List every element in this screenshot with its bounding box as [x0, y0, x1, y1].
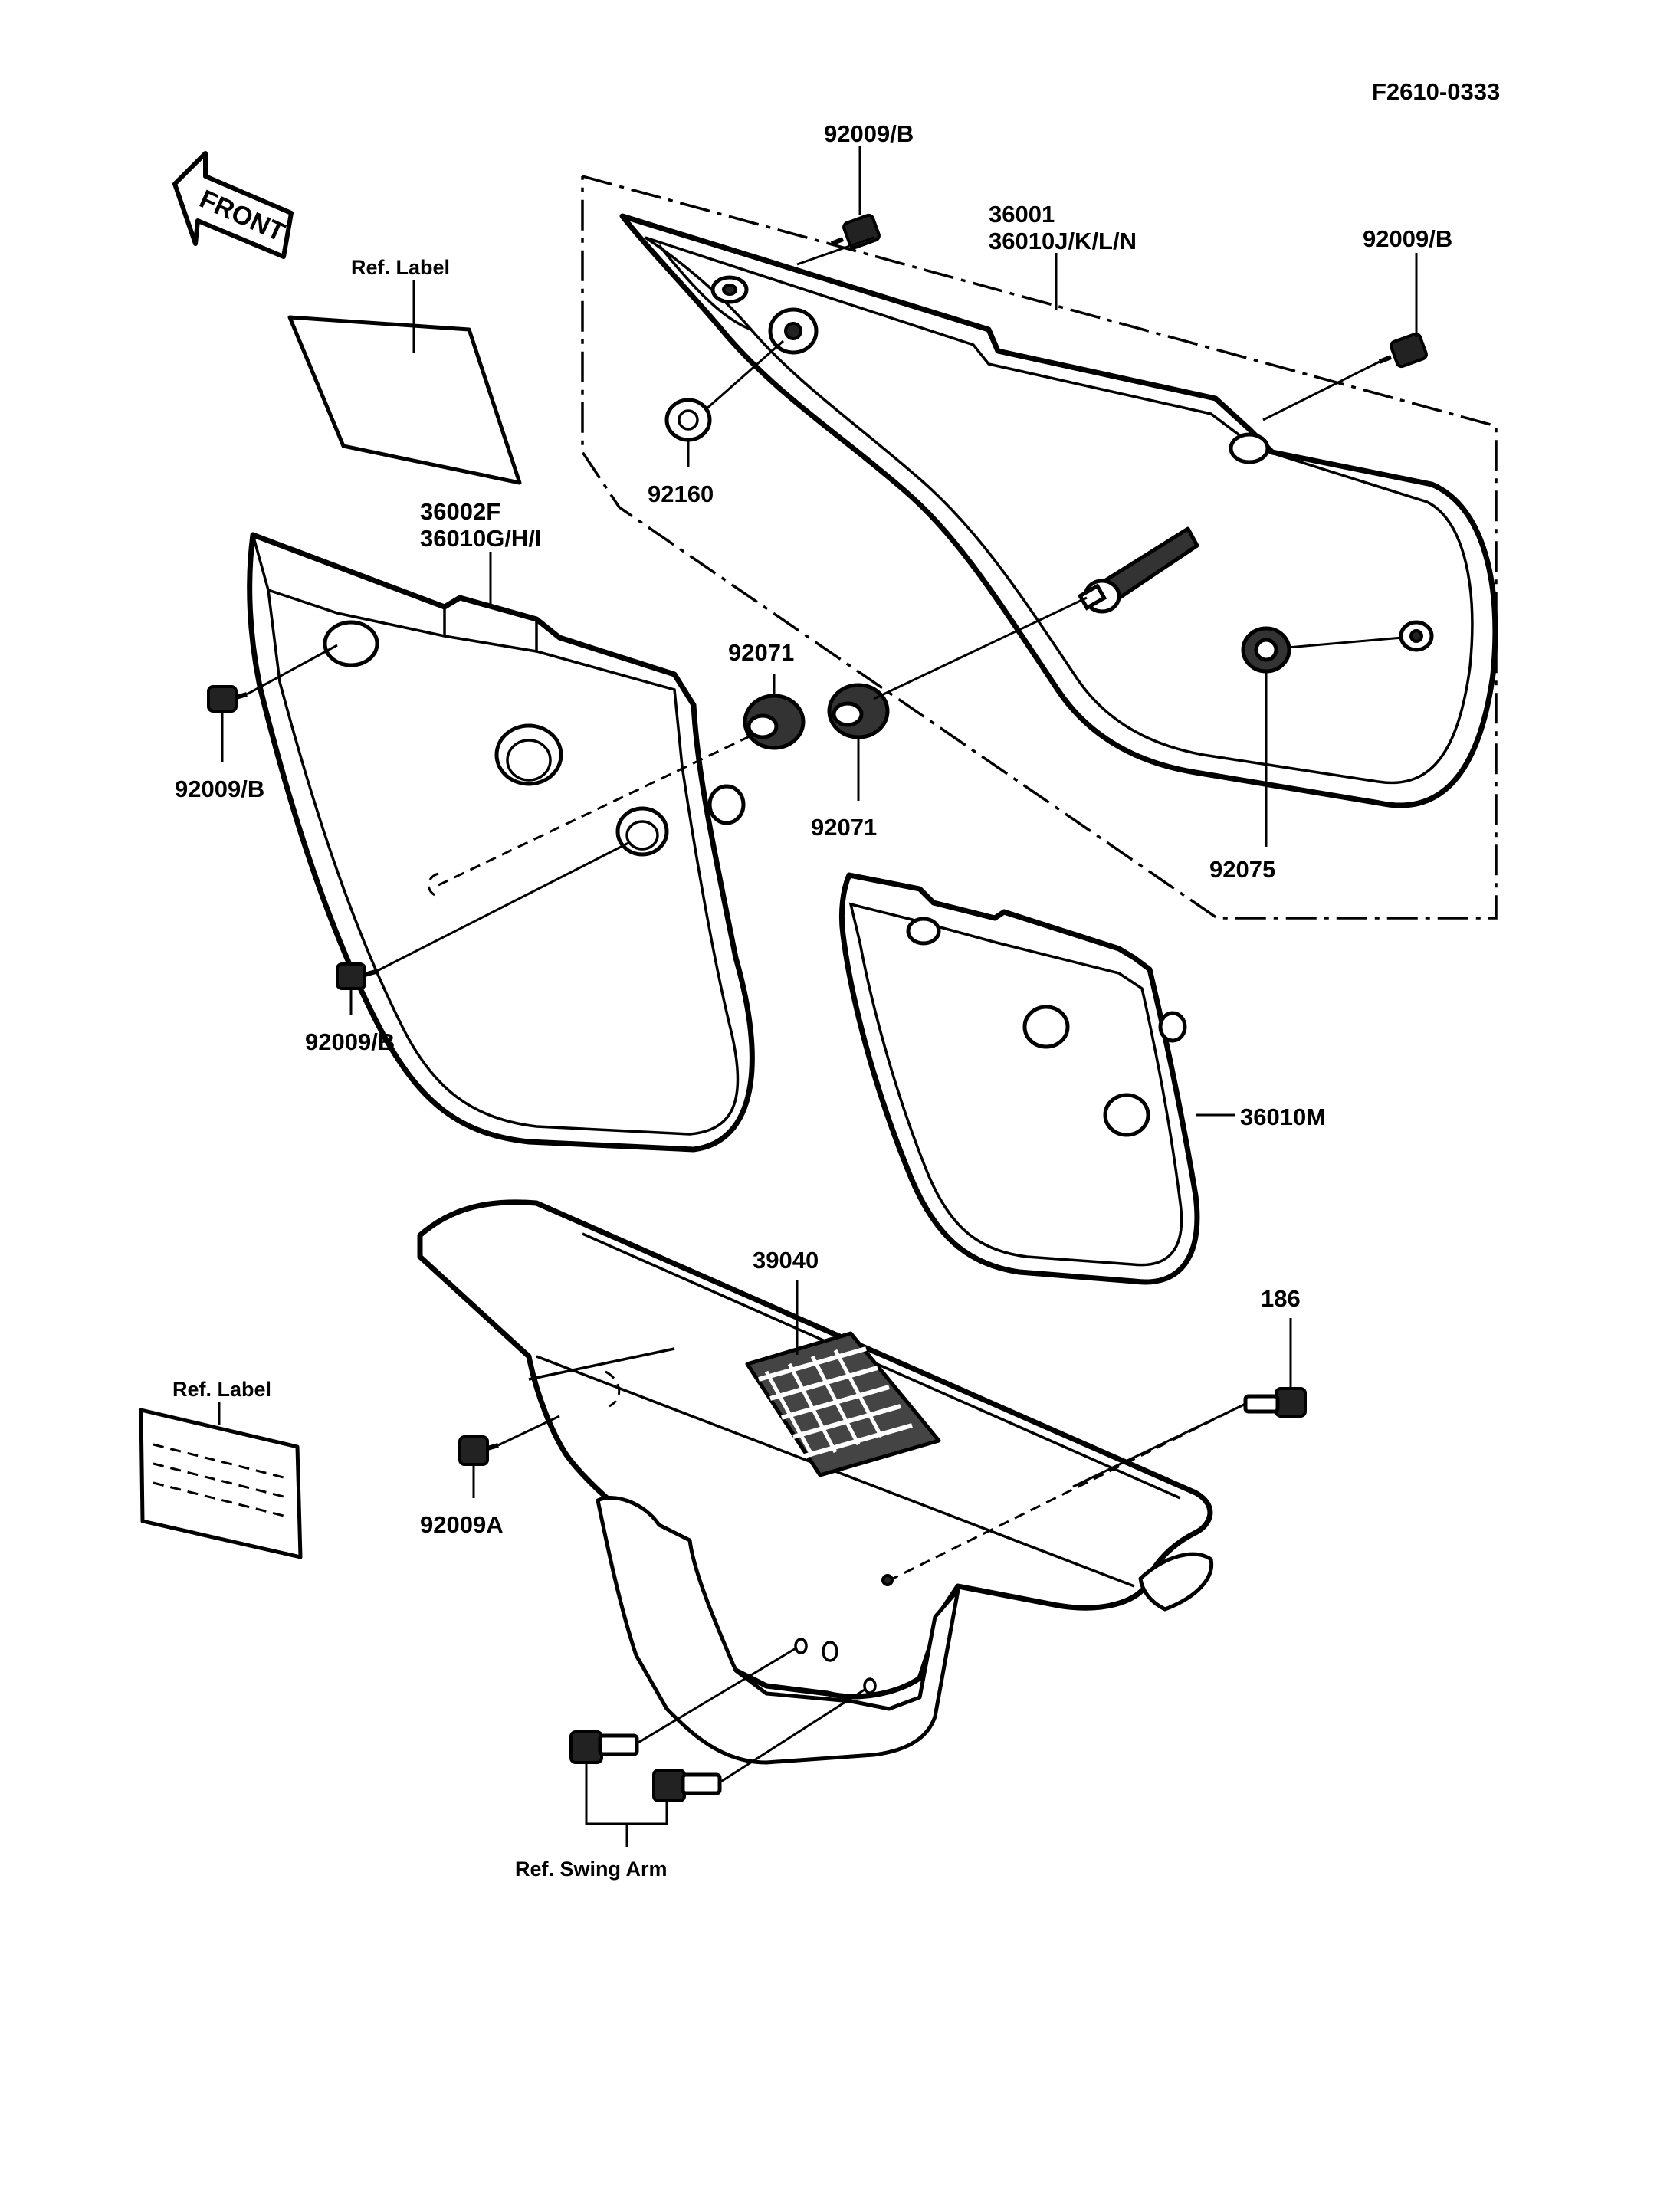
label-ref-swing-arm: Ref. Swing Arm	[515, 1858, 668, 1881]
chain-guard-39040	[417, 1199, 1214, 1765]
label-ref-label-bottom: Ref. Label	[172, 1378, 271, 1401]
grommet-92071-left-icon	[743, 694, 806, 750]
grommet-92160-icon	[664, 398, 712, 442]
label-bolt-top-left: 92009/B	[824, 120, 914, 147]
bolt-icon	[207, 685, 248, 713]
label-grommet-92160: 92160	[648, 480, 714, 507]
label-bolt-left-lower: 92009/B	[305, 1028, 395, 1055]
label-chain-guard: 39040	[753, 1247, 819, 1274]
label-cover-right-2: 36010J/K/L/N	[989, 228, 1137, 254]
ref-label-plate-top	[287, 315, 522, 485]
grommet-92071-right-icon	[827, 683, 890, 739]
front-arrow-icon: FRONT	[172, 151, 294, 259]
bolt-92009a-icon	[458, 1435, 499, 1466]
label-bolt-top-right: 92009/B	[1363, 225, 1452, 252]
label-grommet-92071-a: 92071	[728, 639, 794, 666]
label-cover-m: 36010M	[1240, 1103, 1326, 1130]
swing-arm-bolt-icon	[652, 1769, 722, 1802]
label-grommet-92075: 92075	[1209, 856, 1275, 883]
label-cover-right-1: 36001	[989, 201, 1055, 228]
label-cover-left-1: 36002F	[420, 498, 500, 525]
bolt-icon	[1378, 332, 1428, 369]
side-cover-36010m	[838, 872, 1200, 1285]
label-bolt-186: 186	[1261, 1285, 1301, 1312]
bolt-186-icon	[1243, 1387, 1307, 1418]
label-cover-left-2: 36010G/H/I	[420, 525, 542, 552]
label-bolt-left-upper: 92009/B	[175, 776, 264, 802]
diagram-code: F2610-0333	[1372, 78, 1500, 105]
swing-arm-bolt-icon	[569, 1730, 639, 1764]
ref-label-plate-bottom	[139, 1408, 303, 1559]
label-ref-label-top: Ref. Label	[351, 256, 450, 279]
side-cover-36002f	[247, 532, 755, 1153]
label-bolt-92009a: 92009A	[420, 1511, 504, 1538]
grommet-92075-icon	[1241, 626, 1291, 674]
label-grommet-92071-b: 92071	[811, 814, 877, 841]
